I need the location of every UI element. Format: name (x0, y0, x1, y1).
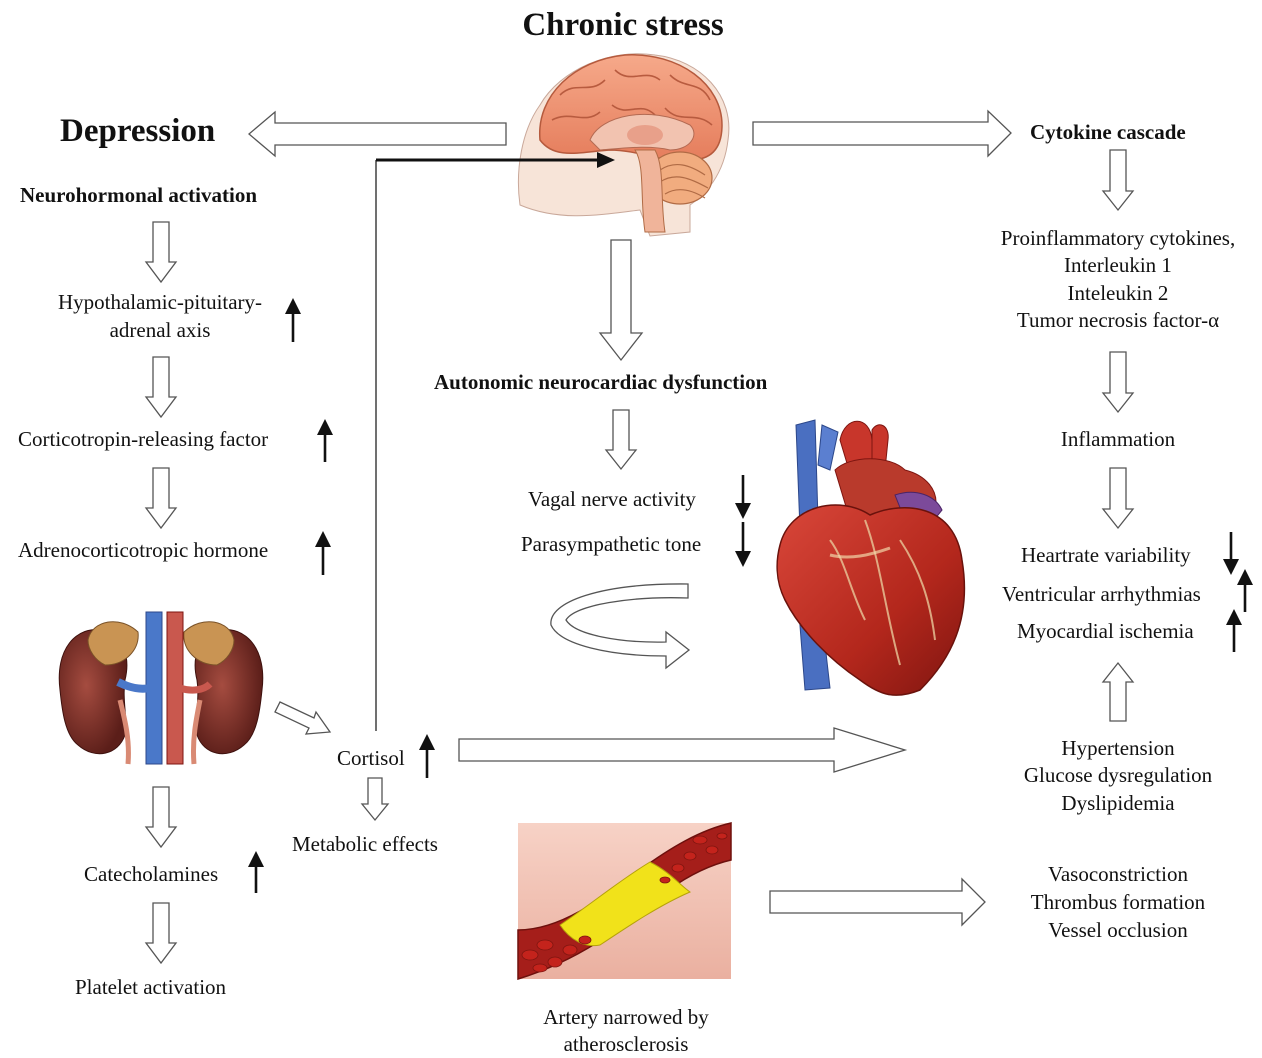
kidneys-illustration (59, 612, 263, 764)
heart-illustration (777, 420, 964, 695)
brain-illustration (518, 54, 728, 236)
arrow-to-depression (249, 112, 506, 156)
arrow-neuro-hpa (146, 222, 176, 282)
platelet-label: Platelet activation (75, 973, 226, 1001)
ischemia-label: Myocardial ischemia (1017, 617, 1194, 645)
arrow-to-cytokine (753, 111, 1011, 156)
neurohormonal-heading: Neurohormonal activation (20, 181, 257, 209)
cytokine-item: Interleukin 1 (968, 251, 1262, 279)
cytokine-item: Inteleukin 2 (968, 279, 1262, 307)
acth-up-arrow (315, 531, 331, 575)
arrow-risk-to-ischemia (1103, 663, 1133, 721)
ventricular-up-arrow (1237, 569, 1253, 612)
acth-label: Adrenocorticotropic hormone (18, 536, 268, 564)
catecholamines-label: Catecholamines (84, 860, 218, 888)
arrow-inflammation-heartrate (1103, 468, 1133, 528)
arrow-crf-acth (146, 468, 176, 528)
vagal-down-arrow (735, 475, 751, 519)
diagram-title: Chronic stress (473, 4, 773, 46)
ischemia-up-arrow (1226, 609, 1242, 652)
artery-caption-2: atherosclerosis (476, 1030, 776, 1058)
arrow-circular-loop (551, 584, 689, 668)
arrow-artery-to-vessel (770, 879, 985, 925)
heartrate-label: Heartrate variability (1021, 541, 1191, 569)
arrow-cytokine-proinflammatory (1103, 150, 1133, 210)
catecholamines-up-arrow (248, 851, 264, 893)
inflammation-label: Inflammation (968, 425, 1262, 453)
parasympathetic-down-arrow (735, 522, 751, 567)
arrow-autonomic-vagal (606, 410, 636, 469)
parasympathetic-label: Parasympathetic tone (521, 530, 701, 558)
cytokine-item: Tumor necrosis factor-α (968, 306, 1262, 334)
vagal-label: Vagal nerve activity (528, 485, 696, 513)
cytokine-heading: Cytokine cascade (1030, 118, 1186, 146)
crf-up-arrow (317, 419, 333, 462)
ventricular-label: Ventricular arrhythmias (1002, 580, 1201, 608)
arrow-kidney-to-cortisol (275, 702, 330, 734)
arrow-cortisol-to-heart (459, 728, 905, 772)
artery-caption-1: Artery narrowed by (476, 1003, 776, 1031)
artery-illustration (518, 823, 731, 979)
metabolic-label: Metabolic effects (292, 830, 438, 858)
arrow-brain-down (600, 240, 642, 360)
cytokine-item: Proinflammatory cytokines, (968, 224, 1262, 252)
vessel-item: Thrombus formation (968, 888, 1262, 916)
risk-item: Hypertension (968, 734, 1262, 762)
depression-heading: Depression (60, 110, 215, 152)
arrow-kidney-catecholamines (146, 787, 176, 847)
hpa-label-2: adrenal axis (20, 316, 300, 344)
arrow-cytokines-inflammation (1103, 352, 1133, 412)
autonomic-heading: Autonomic neurocardiac dysfunction (434, 368, 767, 396)
heartrate-down-arrow (1223, 532, 1239, 575)
arrow-hpa-crf (146, 357, 176, 417)
cortisol-label: Cortisol (337, 744, 405, 772)
crf-label: Corticotropin-releasing factor (18, 425, 268, 453)
arrow-cortisol-metabolic (362, 778, 388, 820)
hpa-label-1: Hypothalamic-pituitary- (20, 288, 300, 316)
vessel-item: Vessel occlusion (968, 916, 1262, 944)
risk-item: Dyslipidemia (968, 789, 1262, 817)
vessel-item: Vasoconstriction (968, 860, 1262, 888)
cortisol-up-arrow (419, 734, 435, 778)
risk-item: Glucose dysregulation (968, 761, 1262, 789)
arrow-catecholamines-platelet (146, 903, 176, 963)
